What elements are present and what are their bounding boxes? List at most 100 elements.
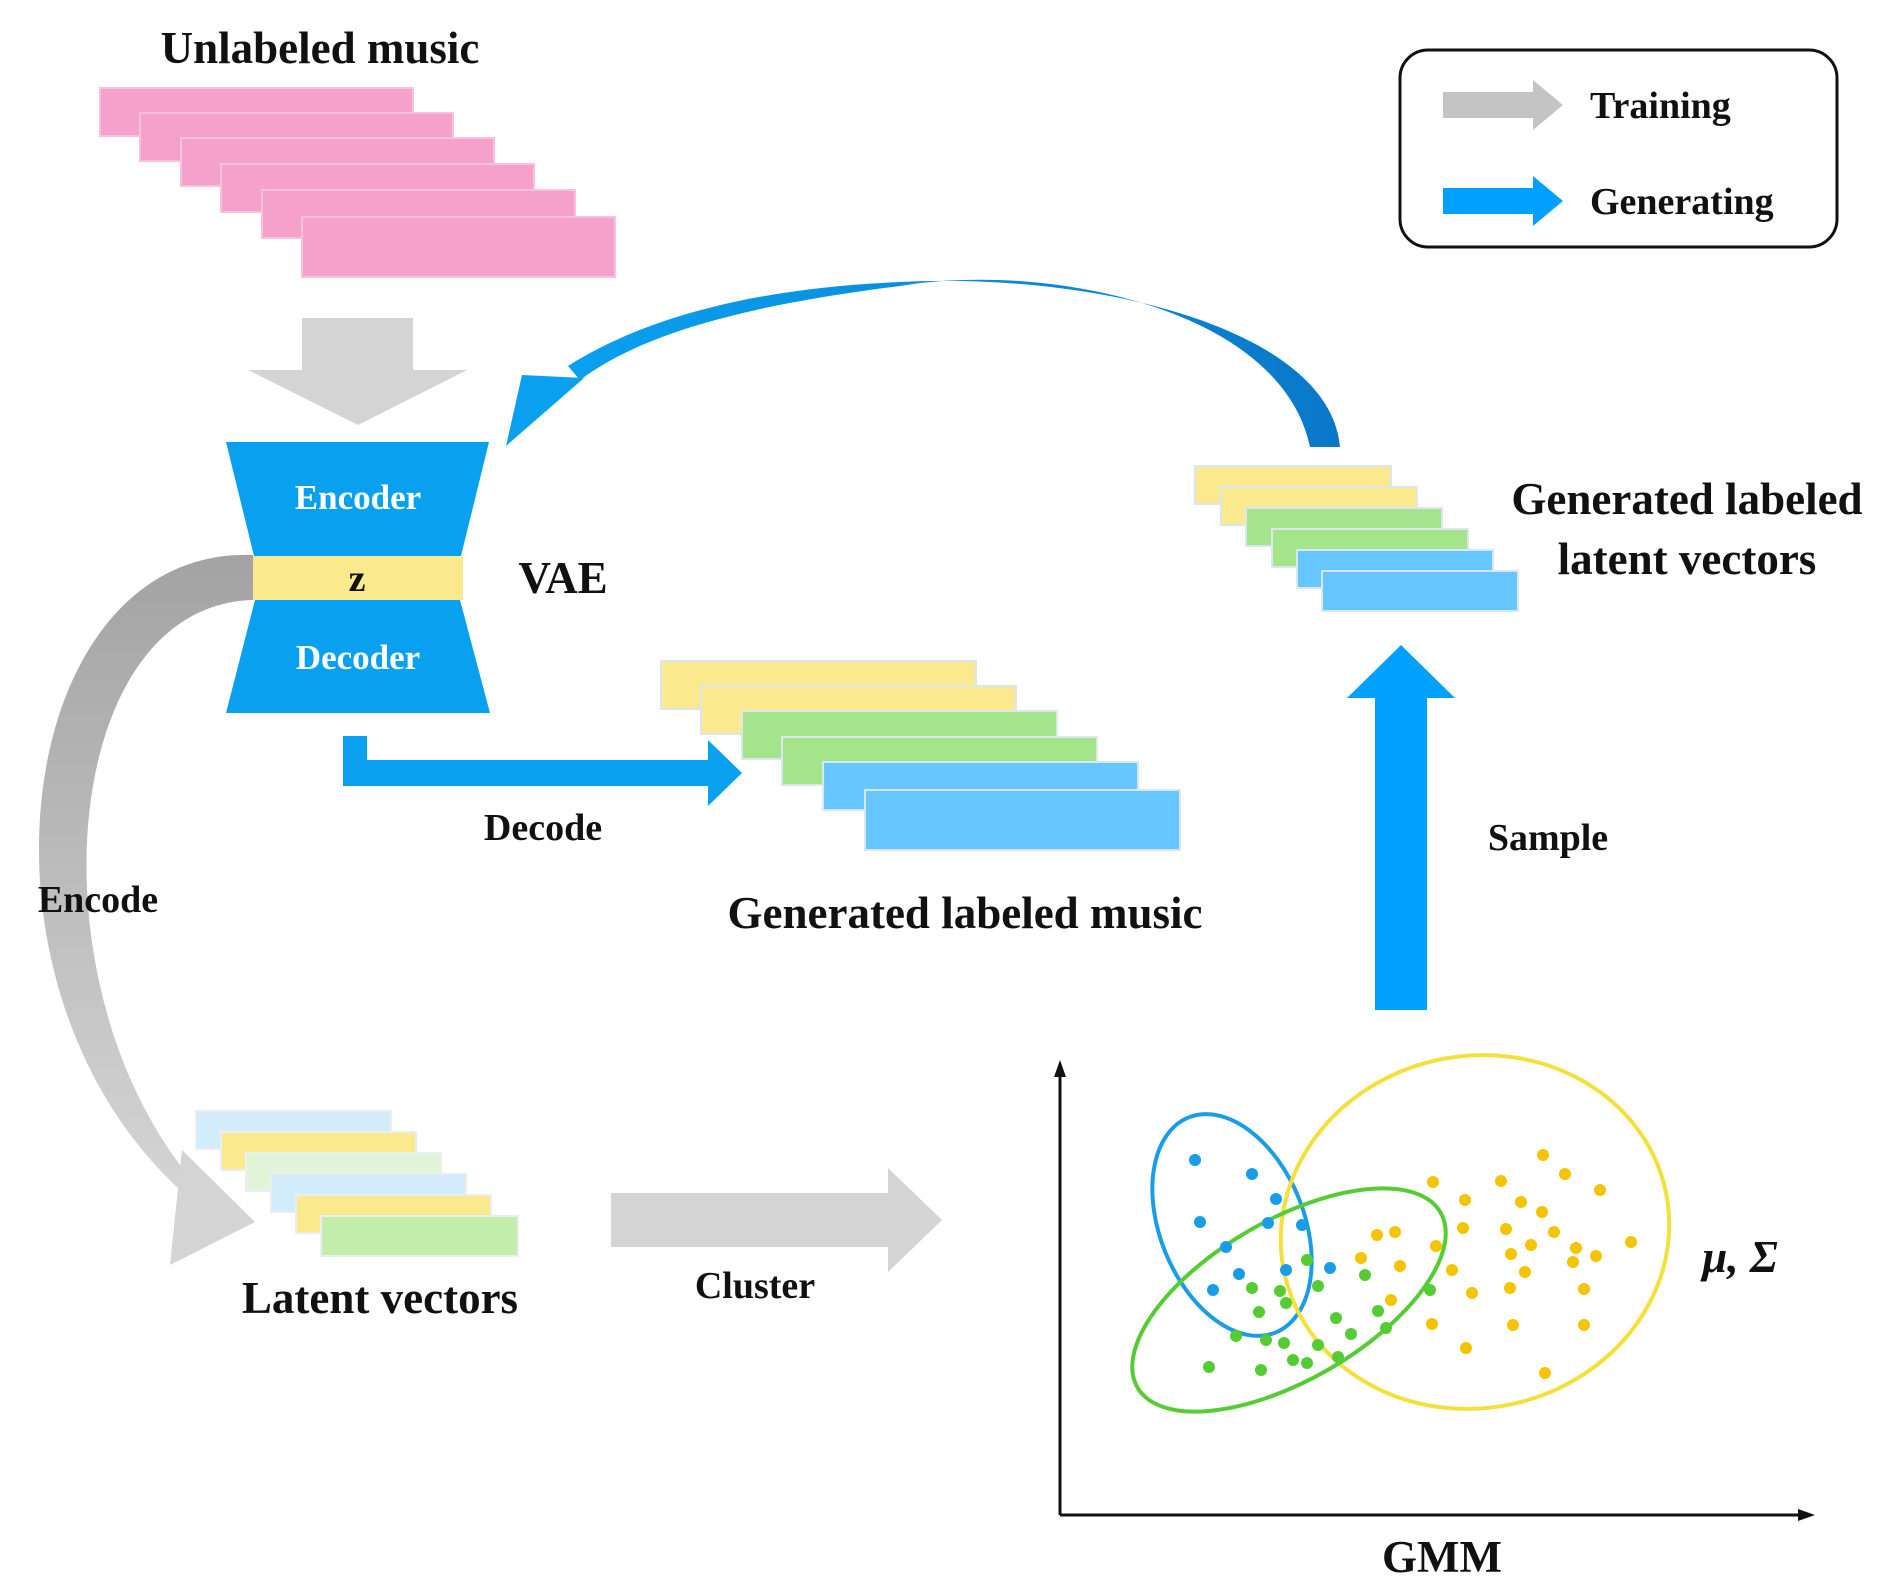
decoder-label: Decoder bbox=[296, 638, 420, 677]
data-point bbox=[1312, 1280, 1324, 1292]
music-block-pink bbox=[301, 216, 616, 278]
data-point bbox=[1194, 1216, 1206, 1228]
cluster-yellow-ellipse bbox=[1278, 1053, 1672, 1411]
data-point bbox=[1427, 1176, 1439, 1188]
data-point bbox=[1255, 1364, 1267, 1376]
data-point bbox=[1203, 1361, 1215, 1373]
data-point bbox=[1324, 1262, 1336, 1274]
cluster-yellow-points bbox=[1355, 1149, 1637, 1379]
data-point bbox=[1207, 1284, 1219, 1296]
data-point bbox=[1394, 1260, 1406, 1272]
data-point bbox=[1536, 1206, 1548, 1218]
cluster-label: Cluster bbox=[695, 1265, 815, 1307]
data-point bbox=[1246, 1168, 1258, 1180]
encoder-label: Encoder bbox=[295, 478, 421, 517]
data-point bbox=[1559, 1168, 1571, 1180]
generated-labeled-music-label: Generated labeled music bbox=[728, 888, 1203, 938]
data-point bbox=[1301, 1357, 1313, 1369]
data-point bbox=[1590, 1250, 1602, 1262]
encode-label: Encode bbox=[38, 879, 158, 921]
data-point bbox=[1548, 1226, 1560, 1238]
data-point bbox=[1446, 1264, 1458, 1276]
data-point bbox=[1625, 1236, 1637, 1248]
decoder-shape bbox=[226, 600, 490, 713]
data-point bbox=[1594, 1184, 1606, 1196]
data-point bbox=[1278, 1337, 1290, 1349]
data-point bbox=[1301, 1254, 1313, 1266]
data-point bbox=[1280, 1264, 1292, 1276]
latent-block-blue bbox=[1321, 570, 1519, 612]
generated-latent-label-line2: latent vectors bbox=[1558, 534, 1817, 584]
data-point bbox=[1345, 1328, 1357, 1340]
data-point bbox=[1459, 1194, 1471, 1206]
decode-label: Decode bbox=[484, 807, 602, 849]
generating-legend-label: Generating bbox=[1590, 181, 1774, 223]
data-point bbox=[1260, 1334, 1272, 1346]
gmm-y-axis-arrow-icon bbox=[1054, 1060, 1066, 1077]
data-point bbox=[1426, 1318, 1438, 1330]
data-point bbox=[1570, 1242, 1582, 1254]
decode-arrow-icon bbox=[343, 736, 742, 806]
data-point bbox=[1355, 1252, 1367, 1264]
data-point bbox=[1270, 1193, 1282, 1205]
encode-curve-arrow bbox=[38, 554, 253, 1188]
data-point bbox=[1525, 1239, 1537, 1251]
generated-labeled-music-stack bbox=[660, 660, 1181, 851]
data-point bbox=[1230, 1330, 1242, 1342]
cluster-blue-ellipse bbox=[1150, 1112, 1314, 1338]
z-label: z bbox=[349, 558, 366, 600]
data-point bbox=[1505, 1248, 1517, 1260]
feedback-curve-arrow bbox=[568, 279, 1340, 447]
music-block-blue bbox=[864, 789, 1181, 851]
data-point bbox=[1330, 1312, 1342, 1324]
data-point bbox=[1371, 1229, 1383, 1241]
generating-legend-arrow-icon bbox=[1443, 176, 1563, 226]
cluster-blue-points bbox=[1189, 1154, 1336, 1296]
gmm-label: GMM bbox=[1382, 1532, 1502, 1582]
data-point bbox=[1457, 1222, 1469, 1234]
data-point bbox=[1424, 1284, 1436, 1296]
sample-label: Sample bbox=[1488, 817, 1608, 859]
data-point bbox=[1466, 1287, 1478, 1299]
training-legend-arrow-icon bbox=[1443, 80, 1563, 130]
data-point bbox=[1578, 1319, 1590, 1331]
data-point bbox=[1274, 1285, 1286, 1297]
feedback-arrowhead-icon bbox=[506, 375, 584, 446]
training-arrow-down-icon bbox=[248, 318, 467, 425]
generated-latent-stack bbox=[1194, 465, 1519, 612]
encode-arrowhead-icon bbox=[170, 1150, 255, 1265]
latent-block-green bbox=[320, 1215, 519, 1257]
data-point bbox=[1246, 1282, 1258, 1294]
mu-sigma-label: μ, Σ bbox=[1700, 1232, 1778, 1282]
data-point bbox=[1578, 1283, 1590, 1295]
latent-vectors-label: Latent vectors bbox=[242, 1273, 518, 1323]
vae-label: VAE bbox=[518, 553, 607, 603]
latent-vectors-stack bbox=[195, 1110, 519, 1257]
generated-latent-label-line1: Generated labeled bbox=[1511, 474, 1862, 524]
cluster-green-ellipse bbox=[1130, 1186, 1448, 1414]
data-point bbox=[1253, 1306, 1265, 1318]
data-point bbox=[1385, 1294, 1397, 1306]
vae-block: Encoder z Decoder bbox=[226, 442, 490, 713]
unlabeled-music-title: Unlabeled music bbox=[161, 23, 480, 73]
data-point bbox=[1262, 1217, 1274, 1229]
data-point bbox=[1296, 1219, 1308, 1231]
data-point bbox=[1372, 1305, 1384, 1317]
encoder-shape bbox=[226, 442, 489, 560]
data-point bbox=[1287, 1354, 1299, 1366]
gmm-x-axis-arrow-icon bbox=[1798, 1509, 1815, 1521]
data-point bbox=[1280, 1297, 1292, 1309]
unlabeled-music-stack bbox=[99, 87, 616, 278]
cluster-green-points bbox=[1203, 1254, 1436, 1376]
data-point bbox=[1220, 1241, 1232, 1253]
data-point bbox=[1539, 1367, 1551, 1379]
data-point bbox=[1430, 1240, 1442, 1252]
data-point bbox=[1537, 1149, 1549, 1161]
cluster-arrow-icon bbox=[611, 1168, 942, 1272]
data-point bbox=[1504, 1282, 1516, 1294]
data-point bbox=[1500, 1223, 1512, 1235]
data-point bbox=[1495, 1175, 1507, 1187]
data-point bbox=[1460, 1342, 1472, 1354]
gmm-plot bbox=[1054, 1053, 1815, 1521]
